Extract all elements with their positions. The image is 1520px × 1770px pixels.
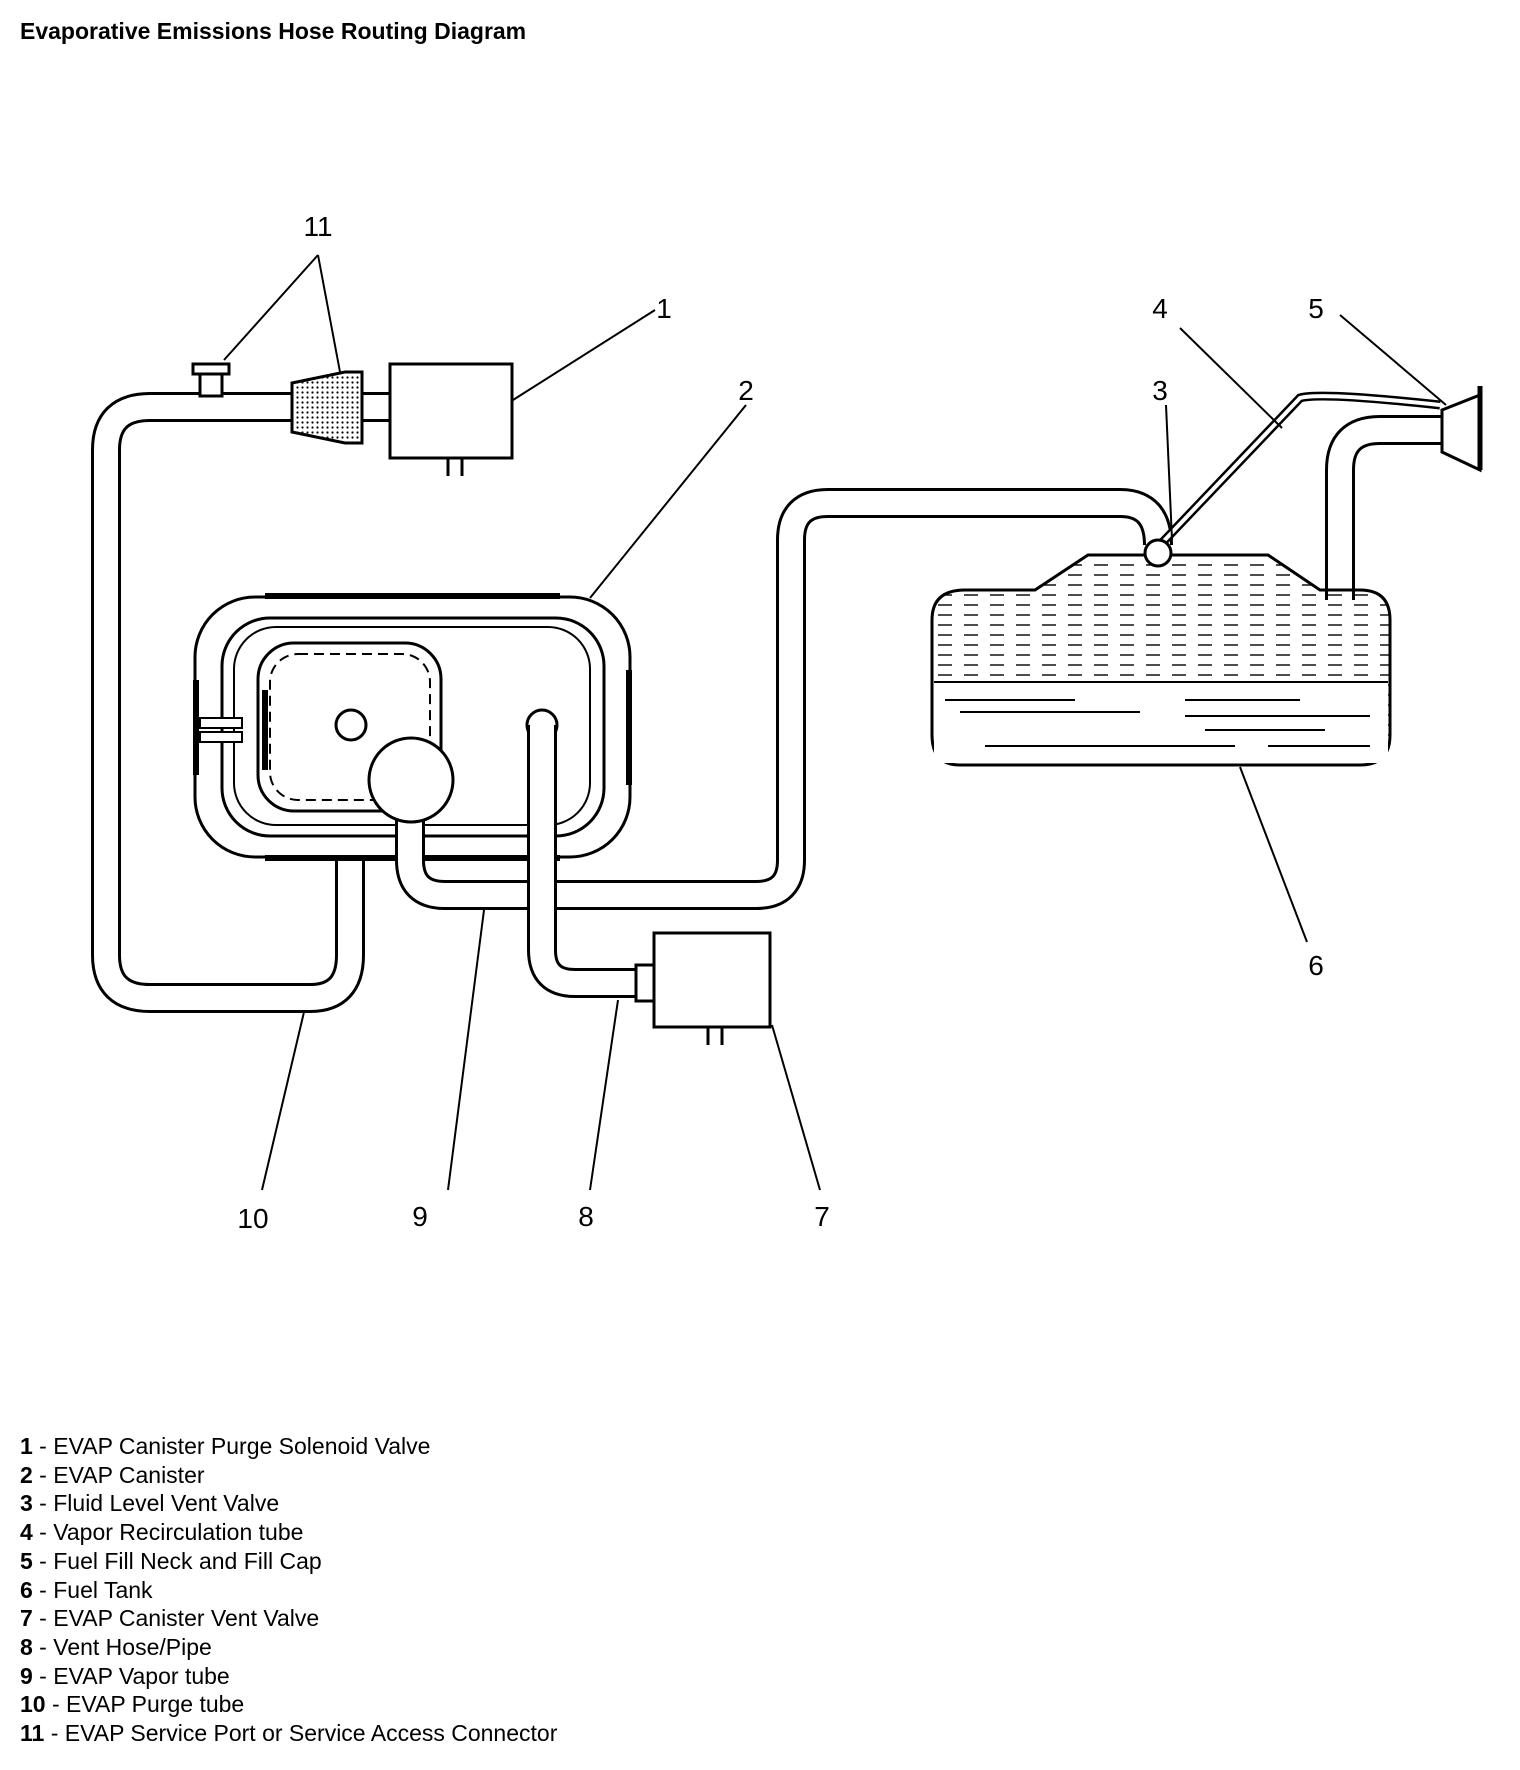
canister-vapor-port — [367, 736, 455, 824]
legend-text: EVAP Vapor tube — [53, 1662, 230, 1689]
legend-text: EVAP Canister Purge Solenoid Valve — [53, 1433, 431, 1459]
legend-text: Fuel Tank — [53, 1576, 153, 1603]
legend-text: Vent Hose/Pipe — [53, 1633, 212, 1660]
legend-item: 1 - EVAP Canister Purge Solenoid Valve — [20, 1433, 431, 1459]
vent-hose-pipe — [527, 725, 656, 1003]
service-access-connector — [290, 370, 364, 445]
callout-5: 5 — [1308, 293, 1324, 324]
callout-3: 3 — [1152, 375, 1168, 406]
canister-purge-port — [334, 708, 368, 742]
legend-text: EVAP Purge tube — [66, 1691, 245, 1718]
vapor-recirculation-tube — [1156, 391, 1441, 549]
callout-11: 11 — [303, 211, 332, 242]
legend-number: 9 — [20, 1662, 33, 1689]
hose-routing-diagram: 11 1 2 3 4 5 6 7 8 9 10 — [91, 211, 1483, 1234]
legend-number: 10 — [20, 1691, 46, 1718]
callout-10: 10 — [237, 1203, 268, 1234]
legend-text: EVAP Service Port or Service Access Conn… — [64, 1720, 558, 1747]
legend-text: EVAP Canister — [53, 1461, 205, 1488]
legend-number: 5 — [20, 1547, 33, 1574]
legend-number: 11 — [20, 1720, 45, 1747]
legend-item: 8 - Vent Hose/Pipe — [20, 1633, 212, 1660]
legend-text: Vapor Recirculation tube — [53, 1519, 304, 1546]
legend-number: 1 — [20, 1433, 33, 1459]
legend-number: 3 — [20, 1490, 33, 1517]
legend-item: 11 - EVAP Service Port or Service Access… — [20, 1720, 558, 1747]
callout-8: 8 — [578, 1201, 594, 1232]
legend-item: 7 - EVAP Canister Vent Valve — [20, 1605, 320, 1632]
callout-4: 4 — [1152, 293, 1168, 324]
legend-number: 8 — [20, 1633, 33, 1660]
legend: 1 - EVAP Canister Purge Solenoid Valve 2… — [20, 1432, 557, 1748]
legend-item: 5 - Fuel Fill Neck and Fill Cap — [20, 1547, 322, 1574]
callout-6: 6 — [1308, 950, 1324, 981]
legend-number: 2 — [20, 1461, 33, 1488]
callout-1: 1 — [656, 293, 672, 324]
legend-text: Fuel Fill Neck and Fill Cap — [53, 1547, 322, 1574]
legend-item: 3 - Fluid Level Vent Valve — [20, 1490, 280, 1517]
legend-item: 2 - EVAP Canister — [20, 1461, 205, 1488]
evap-canister-vent-valve — [652, 931, 772, 1045]
callout-2: 2 — [738, 375, 754, 406]
fuel-fill-neck — [1325, 415, 1447, 600]
service-port-cap — [191, 362, 231, 398]
legend-item: 6 - Fuel Tank — [20, 1576, 153, 1603]
fill-cap — [1440, 386, 1483, 473]
legend-number: 7 — [20, 1605, 33, 1632]
legend-text: EVAP Canister Vent Valve — [53, 1605, 320, 1632]
fuel-tank — [930, 553, 1392, 767]
legend-text: Fluid Level Vent Valve — [53, 1490, 280, 1517]
diagram-title: Evaporative Emissions Hose Routing Diagr… — [20, 18, 527, 44]
callout-7: 7 — [814, 1201, 830, 1232]
leader-lines — [223, 254, 1447, 1191]
legend-number: 4 — [20, 1519, 33, 1546]
legend-number: 6 — [20, 1576, 33, 1603]
callout-9: 9 — [412, 1201, 428, 1232]
fluid-level-vent-valve — [1143, 538, 1173, 568]
purge-solenoid-valve — [388, 362, 514, 476]
legend-item: 10 - EVAP Purge tube — [20, 1691, 245, 1718]
legend-item: 9 - EVAP Vapor tube — [20, 1662, 230, 1689]
legend-item: 4 - Vapor Recirculation tube — [20, 1519, 304, 1546]
evap-canister — [193, 593, 632, 861]
evap-vapor-tube — [395, 488, 1173, 910]
